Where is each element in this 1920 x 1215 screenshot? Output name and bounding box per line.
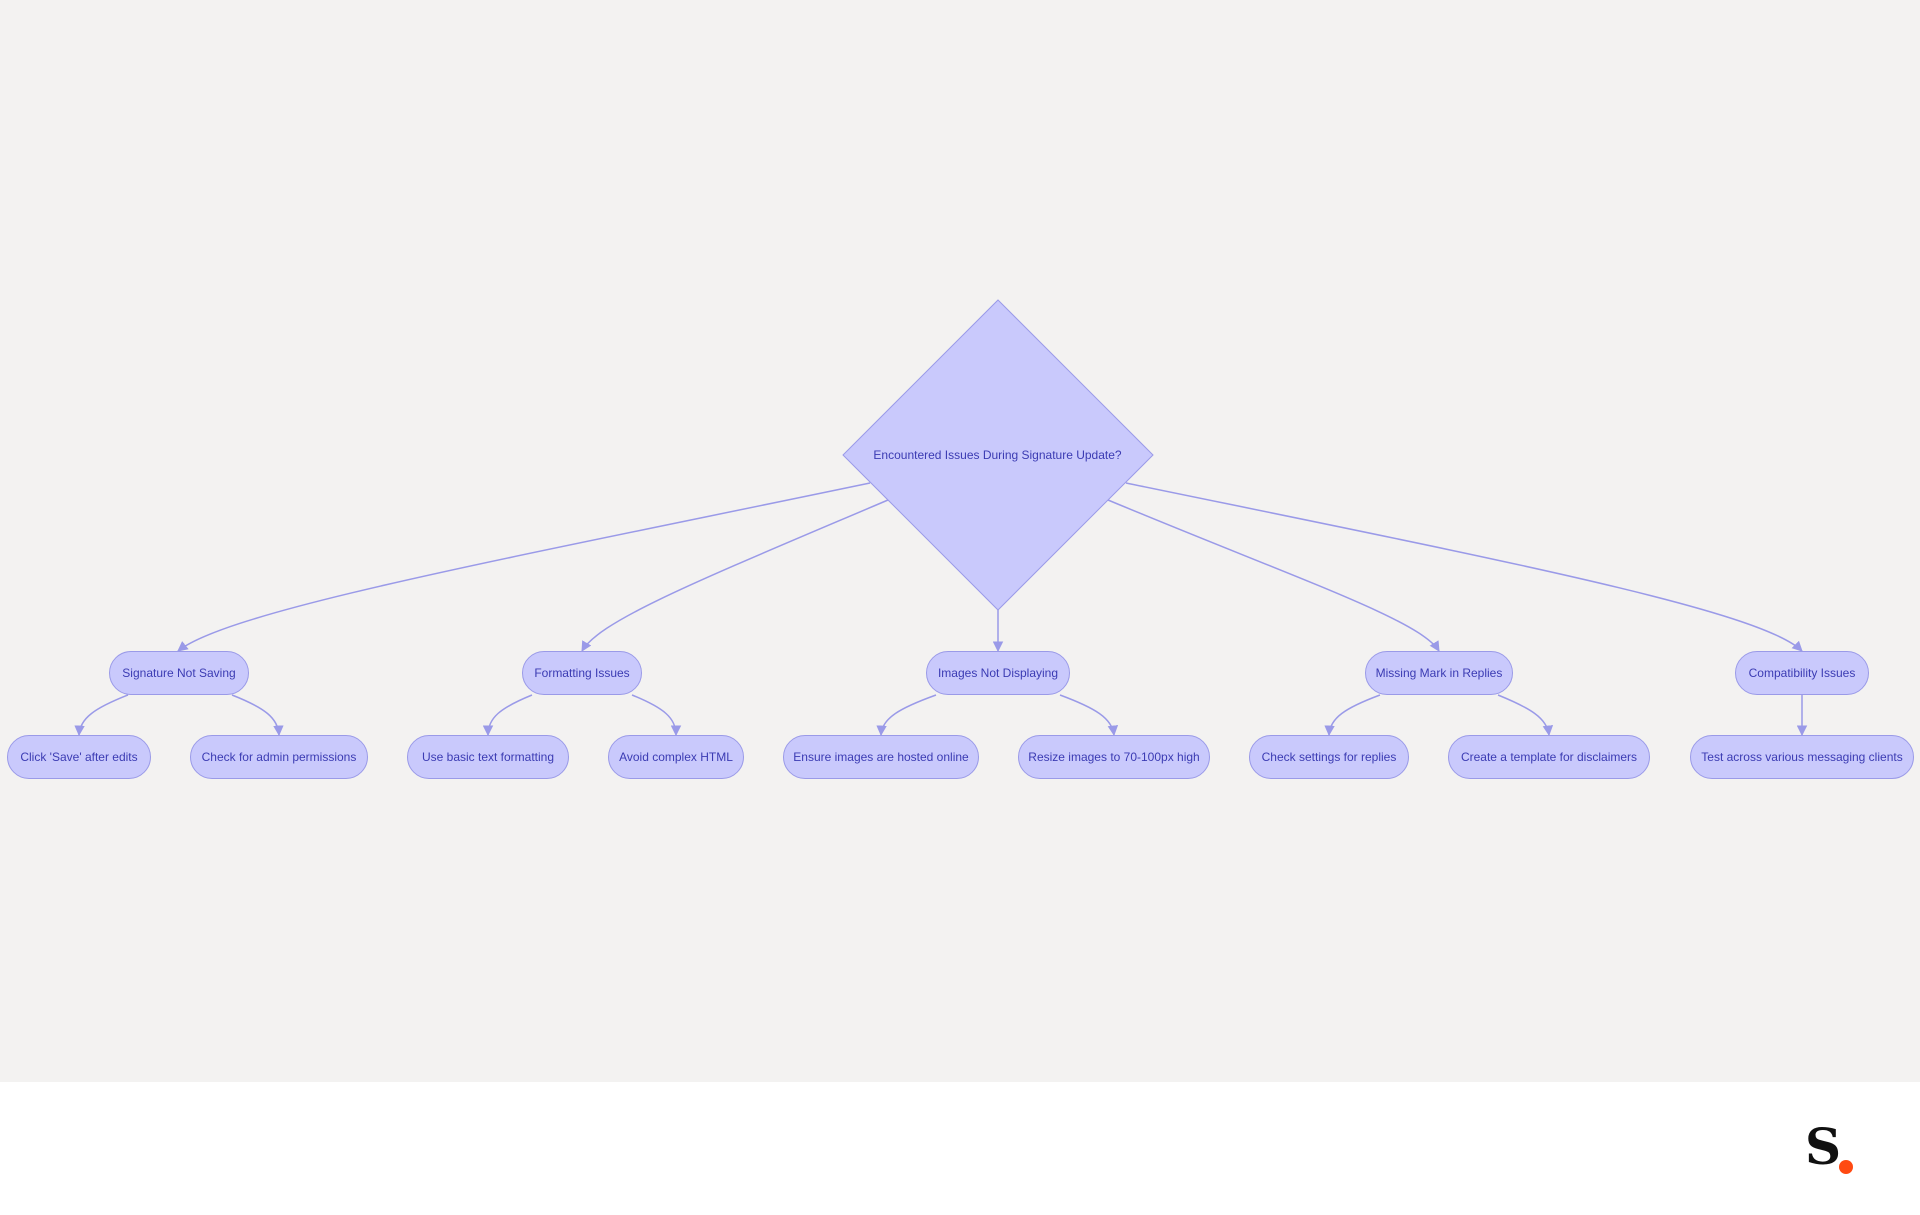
leaf-node[interactable]: Resize images to 70-100px high — [1018, 735, 1210, 779]
leaf-node[interactable]: Create a template for disclaimers — [1448, 735, 1650, 779]
edges — [74, 482, 1808, 737]
edge-arrow — [1107, 499, 1440, 652]
leaf-label: Check for admin permissions — [201, 750, 357, 764]
flowchart-svg — [74, 299, 1808, 737]
edge-arrow — [177, 482, 871, 652]
leaf-node[interactable]: Check settings for replies — [1249, 735, 1409, 779]
category-node-images-not-displaying[interactable]: Images Not Displaying — [926, 651, 1070, 695]
category-label: Compatibility Issues — [1748, 666, 1856, 680]
edge-arrow — [1125, 482, 1803, 652]
category-label: Missing Mark in Replies — [1375, 666, 1503, 680]
edge-arrow — [1059, 694, 1119, 737]
decision-diamond[interactable] — [842, 299, 1154, 611]
edge-arrow — [631, 694, 682, 737]
edge-arrow — [231, 694, 284, 737]
edge-arrow — [581, 499, 889, 652]
leaf-node[interactable]: Check for admin permissions — [190, 735, 368, 779]
leaf-label: Test across various messaging clients — [1701, 750, 1903, 764]
leaf-node[interactable]: Test across various messaging clients — [1690, 735, 1914, 779]
leaf-label: Create a template for disclaimers — [1460, 750, 1638, 764]
edge-arrow — [1324, 694, 1381, 737]
leaf-label: Click 'Save' after edits — [20, 750, 138, 764]
category-label: Signature Not Saving — [122, 666, 236, 680]
leaf-node[interactable]: Ensure images are hosted online — [783, 735, 979, 779]
leaf-node[interactable]: Use basic text formatting — [407, 735, 569, 779]
category-label: Formatting Issues — [534, 666, 630, 680]
category-label: Images Not Displaying — [937, 666, 1059, 680]
edge-arrow — [876, 694, 937, 737]
edge-arrow — [482, 694, 533, 737]
edge-arrow — [74, 694, 129, 737]
leaf-label: Check settings for replies — [1261, 750, 1397, 764]
leaf-label: Resize images to 70-100px high — [1028, 750, 1200, 764]
category-node-compatibility-issues[interactable]: Compatibility Issues — [1735, 651, 1869, 695]
leaf-node[interactable]: Click 'Save' after edits — [7, 735, 151, 779]
leaf-node[interactable]: Avoid complex HTML — [608, 735, 744, 779]
edge-arrow — [1497, 694, 1554, 737]
logo-dot-icon — [1839, 1160, 1853, 1174]
brand-logo[interactable]: S — [1805, 1122, 1861, 1178]
logo-letter: S — [1805, 1117, 1842, 1176]
leaf-label: Avoid complex HTML — [619, 750, 733, 764]
leaf-label: Ensure images are hosted online — [793, 750, 969, 764]
leaf-label: Use basic text formatting — [421, 750, 555, 764]
category-node-missing-mark-in-replies[interactable]: Missing Mark in Replies — [1365, 651, 1513, 695]
diagram-canvas: Encountered Issues During Signature Upda… — [0, 0, 1920, 1082]
category-node-formatting-issues[interactable]: Formatting Issues — [522, 651, 642, 695]
category-node-signature-not-saving[interactable]: Signature Not Saving — [109, 651, 249, 695]
decision-label: Encountered Issues During Signature Upda… — [873, 448, 1122, 462]
footer — [0, 1082, 1920, 1215]
